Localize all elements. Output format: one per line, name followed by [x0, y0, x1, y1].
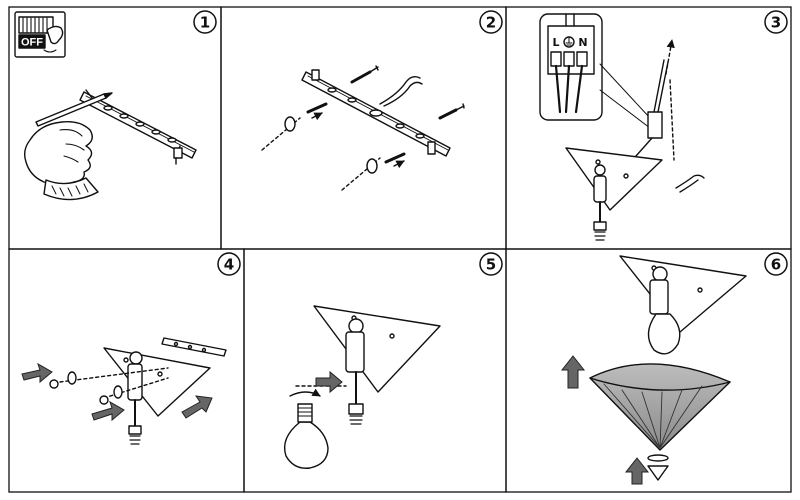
- direction-arrow-icon: [315, 370, 343, 394]
- direction-arrow-icon: [560, 355, 650, 485]
- step-4-illustration: [49, 337, 227, 445]
- step-1-illustration: OFF: [14, 11, 197, 201]
- step-number-4: 4: [224, 256, 234, 274]
- washer-icon: [113, 385, 123, 399]
- step-number-6: 6: [771, 256, 781, 274]
- sleeve: [43, 177, 99, 201]
- ceiling-plate: [565, 147, 663, 211]
- step-badge-5: 5: [479, 252, 503, 276]
- step-badge-1: 1: [193, 10, 217, 34]
- screw-icon: [350, 65, 379, 84]
- washer-icon: [284, 116, 296, 132]
- step-number-1: 1: [200, 14, 210, 32]
- nut-icon: [99, 395, 109, 405]
- screw-icon: [384, 152, 406, 164]
- step-number-2: 2: [486, 14, 496, 32]
- step-5-illustration: [283, 305, 441, 469]
- step-number-3: 3: [771, 14, 781, 32]
- lamp-holder: [127, 351, 143, 445]
- glass-shade: [589, 363, 731, 451]
- switch-off-label: OFF: [21, 37, 43, 49]
- finial-icon: [647, 454, 669, 481]
- step-badge-4: 4: [217, 252, 241, 276]
- light-bulb-icon: [283, 388, 329, 469]
- lamp-holder: [647, 266, 681, 385]
- wiring-label-l: L: [552, 36, 559, 49]
- step-badge-6: 6: [764, 252, 788, 276]
- wiring-label-n: N: [578, 36, 587, 49]
- washer-icon: [67, 371, 77, 385]
- mounting-bracket: [161, 337, 227, 357]
- terminal-block-inset: L N: [539, 13, 603, 121]
- step-3-illustration: L N: [539, 13, 705, 241]
- screw-icon: [306, 102, 328, 114]
- direction-arrow-icon: [21, 362, 213, 422]
- mounting-bracket: [301, 69, 451, 157]
- lamp-holder: [345, 318, 365, 425]
- wire: [379, 75, 423, 107]
- breaker-off-icon: OFF: [14, 11, 66, 58]
- ceiling-plate: [619, 255, 747, 333]
- wire: [675, 174, 705, 193]
- hand-icon: [23, 120, 93, 185]
- step-6-illustration: [589, 255, 747, 481]
- step-number-5: 5: [486, 256, 496, 274]
- lamp-holder: [593, 164, 607, 241]
- step-badge-2: 2: [479, 10, 503, 34]
- washer-icon: [366, 158, 378, 174]
- nut-icon: [49, 379, 59, 389]
- mounting-bracket: [79, 89, 197, 165]
- step-2-illustration: [261, 65, 465, 191]
- panel-grid: [8, 6, 792, 493]
- step-badge-3: 3: [764, 10, 788, 34]
- screw-icon: [438, 103, 465, 120]
